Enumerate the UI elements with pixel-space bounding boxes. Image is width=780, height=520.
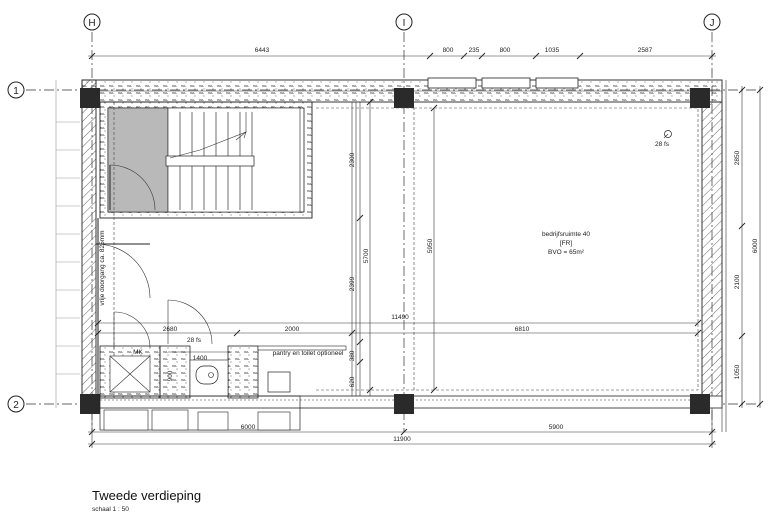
svg-text:2399: 2399 <box>349 276 356 291</box>
interior-horizontal-dimensions: 11490 2680 2000 6810 1400 <box>94 314 702 362</box>
svg-text:2850: 2850 <box>734 150 741 165</box>
svg-text:11900: 11900 <box>393 436 411 443</box>
pantry-label: pantry en toilet optioneel <box>273 350 344 357</box>
svg-text:H: H <box>88 18 95 29</box>
room-label: bedrijfsruimte 40 [FR] BVO = 65m² <box>542 231 590 256</box>
svg-text:5950: 5950 <box>427 238 434 253</box>
svg-text:380: 380 <box>349 350 356 361</box>
svg-text:235: 235 <box>469 47 480 54</box>
drawing-scale: schaal 1 : 50 <box>92 506 129 513</box>
svg-text:620: 620 <box>349 376 356 387</box>
svg-text:1050: 1050 <box>734 364 741 379</box>
svg-text:[FR]: [FR] <box>560 240 572 247</box>
svg-text:2100: 2100 <box>734 274 741 289</box>
svg-text:BVO = 65m²: BVO = 65m² <box>548 249 585 256</box>
svg-text:2000: 2000 <box>285 326 300 333</box>
svg-text:2680: 2680 <box>163 326 178 333</box>
neighbour-outline <box>55 80 80 408</box>
drawing-title: Tweede verdieping <box>92 488 202 503</box>
svg-text:2: 2 <box>13 400 19 411</box>
svg-text:5700: 5700 <box>363 248 370 263</box>
svg-text:J: J <box>710 18 715 29</box>
grid-bubble-2: 2 <box>7 395 25 413</box>
mk-label: MK <box>133 349 143 356</box>
svg-text:2300: 2300 <box>349 152 356 167</box>
svg-text:1400: 1400 <box>193 355 208 362</box>
svg-text:800: 800 <box>500 47 511 54</box>
svg-text:6000: 6000 <box>752 238 759 253</box>
level-label-lower: 28 fs <box>187 337 202 344</box>
grid-bubble-h: H <box>83 13 101 31</box>
pantry-toilet-block: pantry en toilet optioneel MK 28 fs <box>99 337 347 431</box>
svg-text:800: 800 <box>443 47 454 54</box>
svg-text:bedrijfsruimte 40: bedrijfsruimte 40 <box>542 231 590 238</box>
structural-columns <box>80 88 710 414</box>
svg-text:28 fs: 28 fs <box>655 141 670 148</box>
level-marker: 28 fs <box>655 130 672 148</box>
svg-text:2587: 2587 <box>638 47 653 54</box>
grid-bubble-j: J <box>703 13 721 31</box>
svg-text:6443: 6443 <box>255 47 270 54</box>
svg-text:5900: 5900 <box>549 424 564 431</box>
grid-bubble-i: I <box>395 13 413 31</box>
top-dimension-chain: 6443 800 235 800 1035 2587 <box>88 47 716 60</box>
stair-core <box>99 101 313 219</box>
passage-label: vrije doorgang ca. 825mm <box>99 230 106 305</box>
interior-partitions <box>95 102 699 396</box>
svg-text:6810: 6810 <box>515 326 530 333</box>
svg-text:I: I <box>403 18 406 29</box>
svg-text:6000: 6000 <box>241 424 256 431</box>
grid-bubble-1: 1 <box>7 81 25 99</box>
bottom-dimension-chain: 6000 5900 11900 <box>88 404 716 448</box>
svg-text:1035: 1035 <box>545 47 560 54</box>
right-dimension-chain: 2850 2100 1050 6000 <box>734 86 764 408</box>
svg-text:1: 1 <box>13 86 19 97</box>
svg-text:11490: 11490 <box>391 314 409 321</box>
